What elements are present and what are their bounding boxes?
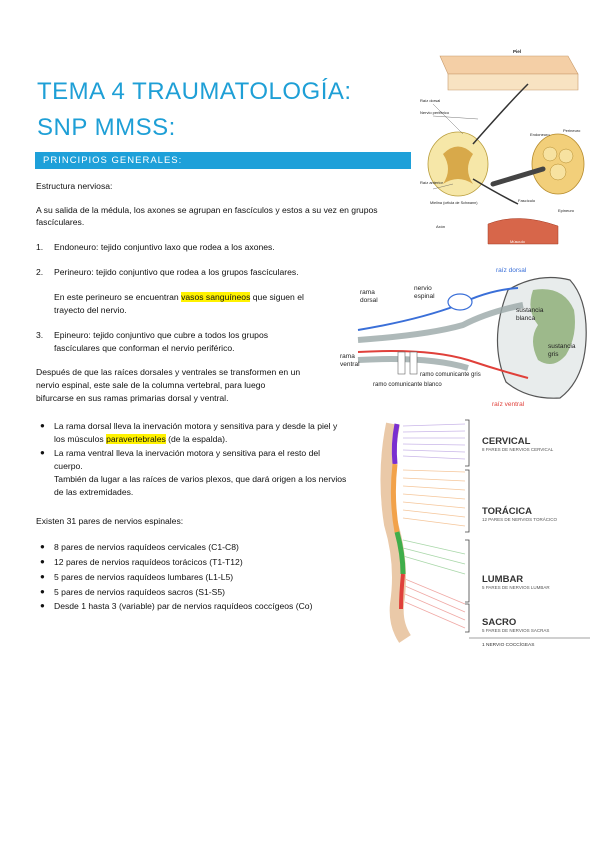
fig3-label-sacro-sub: 5 PARES DE NERVIOS SACRAS xyxy=(482,628,549,633)
fig2-label-rama-ventral-1: rama xyxy=(340,353,355,360)
fig3-label-lumbar: LUMBAR xyxy=(482,574,523,585)
fig2-label-ramo-gris: ramo comunicante gris xyxy=(420,372,481,378)
bullet-ventral: ● xyxy=(40,448,45,457)
despues-line-1: Después de que las raíces dorsales y ven… xyxy=(36,367,301,377)
doc-title-line-1: TEMA 4 TRAUMATOLOGÍA: xyxy=(37,78,352,105)
perineuro-note-line-1: En este perineuro se encuentran vasos sa… xyxy=(54,292,304,302)
fig3-label-cervical-sub: 8 PARES DE NERVIOS CERVICAL xyxy=(482,447,554,452)
fig2-label-rama-dorsal-2: dorsal xyxy=(360,297,378,304)
pair-coccigeos: Desde 1 hasta 3 (variable) par de nervio… xyxy=(54,601,313,611)
despues-line-2: nervio espinal, este sale de la columna … xyxy=(36,380,266,390)
highlight-paravertebrales: paravertebrales xyxy=(106,434,166,444)
intro-line-2: fascículares. xyxy=(36,217,85,227)
fig3-label-coccigeo: 1 NERVIO COCCÍGEAS xyxy=(482,641,534,648)
fig2-label-ramo-blanco: ramo comunicante blanco xyxy=(373,382,442,388)
bullet-pair-2: ● xyxy=(40,557,45,566)
fig1-label-raiz-dorsal: Raíz dorsal xyxy=(420,98,440,103)
fig1-label-fasciculo: Fascículo xyxy=(518,198,536,203)
bullet-pair-5: ● xyxy=(40,601,45,610)
fig3-label-toracica-sub: 12 PARES DE NERVIOS TORÁCICO xyxy=(482,516,557,522)
fig1-label-nervio-periferico: Nervio periférico xyxy=(420,110,450,115)
existen-line: Existen 31 pares de nervios espinales: xyxy=(36,516,184,526)
despues-line-3: bifurcarse en sus ramas primarias dorsal… xyxy=(36,393,229,403)
fig2-label-nervio-2: espinal xyxy=(414,293,435,300)
ventral-line-2: cuerpo. xyxy=(54,461,83,471)
fig2-label-sustancia-gris-2: gris xyxy=(548,351,559,358)
ventral-line-1: La rama ventral lleva la inervación moto… xyxy=(54,448,321,458)
fig2-label-rama-dorsal-1: rama xyxy=(360,289,375,296)
fig2-label-sustancia-blanca-1: sustancia xyxy=(516,307,544,314)
intro-line-1: A su salida de la médula, los axones se … xyxy=(36,205,378,215)
bullet-pair-4: ● xyxy=(40,587,45,596)
dorsal-line-1: La rama dorsal lleva la inervación motor… xyxy=(54,421,338,431)
fig1-label-epineuro: Epineuro xyxy=(558,208,575,213)
nerve-structure-figure: Piel Raíz dorsal Nervio periférico Endon… xyxy=(418,44,588,249)
pair-sacros: 5 pares de nervios raquídeos sacros (S1-… xyxy=(54,587,226,597)
estructura-label: Estructura nerviosa: xyxy=(36,181,113,191)
section-header: PRINCIPIOS GENERALES: xyxy=(43,155,183,166)
epineuro-line-2: fascículares que conforman el nervio per… xyxy=(54,343,235,353)
pair-toracicos: 12 pares de nervios raquídeos torácicos … xyxy=(54,557,243,567)
fig3-label-cervical: CERVICAL xyxy=(482,436,531,447)
fig1-label-mielina: Mielina (célula de Schwann) xyxy=(430,201,478,205)
fig1-label-raiz-anterior: Raíz anterior xyxy=(420,180,444,185)
highlight-vasos: vasos sanguíneos xyxy=(181,292,251,302)
vertebral-column-figure: CERVICAL 8 PARES DE NERVIOS CERVICAL TOR… xyxy=(380,419,590,648)
bullet-pair-1: ● xyxy=(40,542,45,551)
bullet-pair-3: ● xyxy=(40,572,45,581)
bullet-dorsal: ● xyxy=(40,421,45,430)
pair-cervicales: 8 pares de nervios raquídeos cervicales … xyxy=(54,542,239,552)
fig2-label-sustancia-gris-1: sustancia xyxy=(548,343,576,350)
ventral-line-3: También da lugar a las raíces de varios … xyxy=(54,474,347,484)
fig1-label-musculo: Músculo xyxy=(510,239,526,244)
dorsal-line-2: los músculos paravertebrales (de la espa… xyxy=(54,434,228,444)
fig2-label-raiz-ventral: raíz ventral xyxy=(492,401,525,408)
fig2-label-raiz-dorsal: raíz dorsal xyxy=(496,267,527,274)
fig1-label-axon: Axón xyxy=(436,224,445,229)
ventral-line-4: de las extremidades. xyxy=(54,487,134,497)
fig1-label-perineuro: Perineuro xyxy=(563,128,581,133)
fig1-label-piel: Piel xyxy=(513,49,521,54)
fig3-label-toracica: TORÁCICA xyxy=(482,506,532,517)
fig2-label-sustancia-blanca-2: blanca xyxy=(516,315,536,322)
fig2-label-nervio-1: nervio xyxy=(414,285,432,292)
fig2-label-rama-ventral-2: ventral xyxy=(340,361,360,368)
pair-lumbares: 5 pares de nervios raquídeos lumbares (L… xyxy=(54,572,234,582)
spinal-nerve-figure: raíz dorsal rama dorsal nervio espinal s… xyxy=(340,267,587,408)
fig3-label-sacro: SACRO xyxy=(482,617,516,628)
section-header-band: PRINCIPIOS GENERALES: xyxy=(35,152,411,169)
fig3-label-lumbar-sub: 5 PARES DE NERVIOS LUMBAR xyxy=(482,585,550,590)
fig1-label-endoneuro: Endoneuro xyxy=(530,132,550,137)
doc-title-line-2: SNP MMSS: xyxy=(37,114,176,141)
perineuro-note-line-2: trayecto del nervio. xyxy=(54,305,127,315)
